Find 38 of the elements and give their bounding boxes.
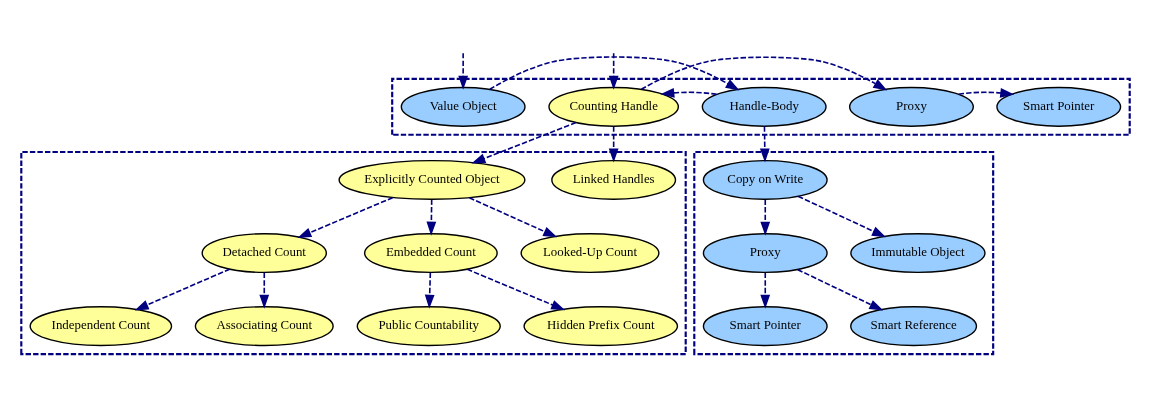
arrow — [259, 271, 270, 309]
cluster — [693, 150, 995, 355]
node-ellipse: Smart Pointer — [702, 305, 828, 346]
node-ellipse: Explicitly Counted Object — [338, 159, 526, 200]
arrow — [608, 125, 619, 163]
arrow — [760, 198, 771, 236]
arrow — [424, 271, 435, 309]
arrow — [471, 121, 577, 163]
node-ellipse: Proxy — [702, 232, 828, 273]
arrow — [466, 268, 566, 310]
arrow — [426, 198, 437, 236]
node-ellipse: Immutable Object — [850, 232, 986, 273]
arrow — [458, 51, 469, 90]
node-ellipse: Looked-Up Count — [520, 232, 660, 273]
node-ellipse: Independent Count — [29, 305, 173, 346]
node-ellipse: Smart Reference — [850, 305, 978, 346]
node-ellipse: Handle-Body — [701, 86, 827, 127]
arrow — [797, 195, 886, 237]
node-ellipse: Hidden Prefix Count — [523, 305, 679, 346]
arrow — [759, 125, 770, 163]
node-ellipse: Embedded Count — [363, 232, 498, 273]
arrow — [134, 267, 231, 310]
arrow — [660, 87, 718, 98]
arrow — [489, 55, 740, 90]
arrow — [468, 196, 558, 237]
arrow — [797, 268, 884, 311]
node-ellipse: Associating Count — [194, 305, 334, 346]
node-ellipse: Detached Count — [201, 232, 328, 273]
node-ellipse: Value Object — [400, 86, 526, 127]
node-ellipse: Public Countability — [356, 305, 501, 346]
arrow — [957, 87, 1015, 98]
arrow — [640, 55, 888, 90]
arrow — [608, 51, 619, 90]
arrow — [760, 271, 771, 309]
node-ellipse: Copy on Write — [702, 159, 828, 200]
node-ellipse: Linked Handles — [551, 159, 677, 200]
node-ellipse: Proxy — [848, 86, 974, 127]
arrow — [297, 196, 394, 238]
